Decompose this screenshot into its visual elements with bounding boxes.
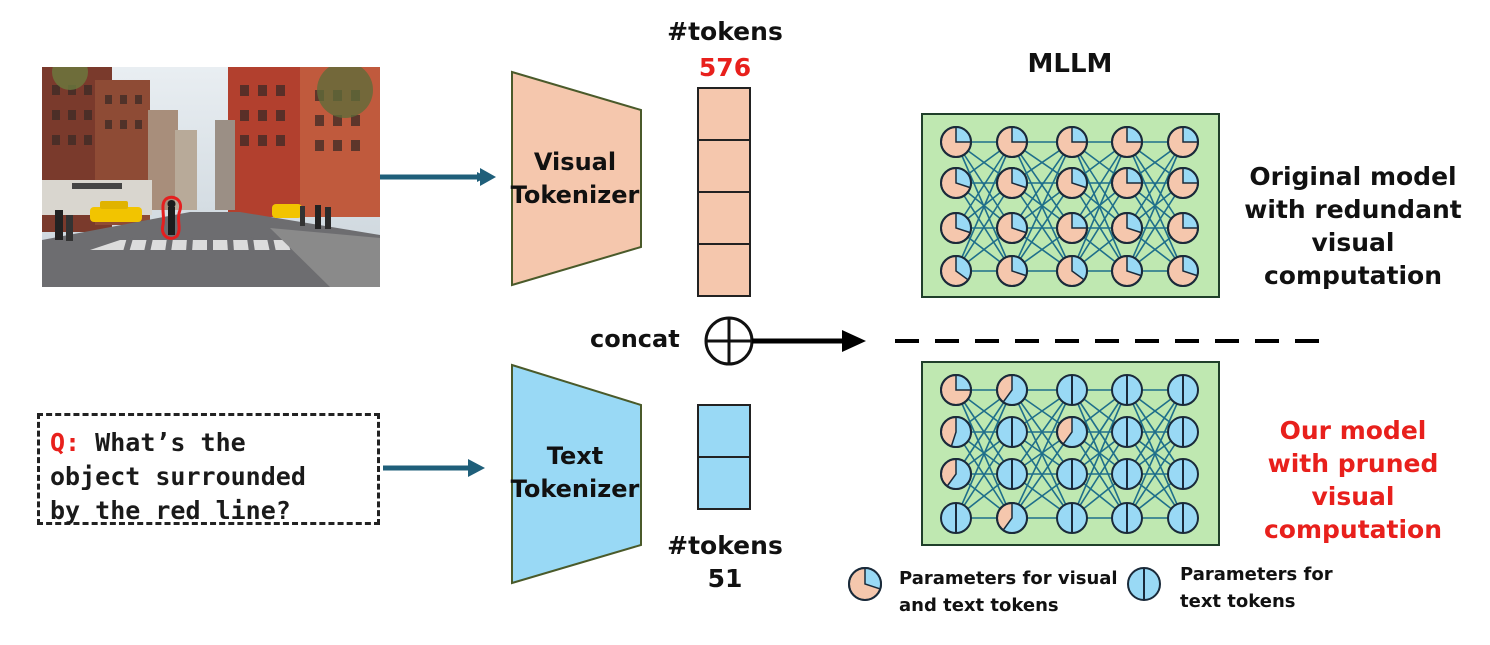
pruned-network bbox=[940, 374, 1199, 534]
our-model-label: Our model with pruned visual computation bbox=[1228, 414, 1478, 546]
text-parameters-icon-shape bbox=[1127, 567, 1161, 601]
original-model-line3: visual computation bbox=[1263, 228, 1443, 290]
mixed-param-node bbox=[940, 167, 972, 199]
text-param-node bbox=[1167, 416, 1199, 448]
text-param-node bbox=[1111, 416, 1143, 448]
legend-text-line2: text tokens bbox=[1180, 591, 1296, 612]
text-param-node bbox=[996, 416, 1028, 448]
mixed-param-node bbox=[1111, 212, 1143, 244]
mixed-param-node bbox=[940, 374, 972, 406]
question-text-line3: by the red line? bbox=[50, 496, 291, 525]
visual-tokenizer-shape bbox=[511, 70, 642, 287]
mixed-param-node bbox=[1167, 167, 1199, 199]
our-model-line2: with pruned visual bbox=[1267, 449, 1439, 511]
mixed-param-node bbox=[940, 255, 972, 287]
mixed-parameters-icon-shape bbox=[848, 567, 882, 601]
text-token-stack bbox=[697, 404, 751, 510]
legend-text-line1: Parameters for bbox=[1180, 564, 1333, 585]
text-param-node bbox=[1167, 374, 1199, 406]
concat-label: concat bbox=[590, 325, 680, 353]
legend-mixed-line2: and text tokens bbox=[899, 595, 1059, 616]
mixed-param-node bbox=[996, 167, 1028, 199]
question-text-line1: What’s the bbox=[80, 428, 246, 457]
mixed-param-node bbox=[940, 458, 972, 490]
mixed-param-node bbox=[940, 212, 972, 244]
text-tokenizer-label: Text Tokenizer bbox=[505, 440, 645, 506]
mixed-param-node bbox=[996, 502, 1028, 534]
mixed-param-node bbox=[940, 416, 972, 448]
mixed-param-node bbox=[1167, 126, 1199, 158]
visual-tokenizer-line2: Tokenizer bbox=[510, 181, 640, 209]
question-prefix: Q: bbox=[50, 428, 81, 457]
concat-symbol bbox=[704, 316, 754, 366]
question-text-line2: object surrounded bbox=[50, 462, 306, 491]
text-param-node bbox=[1056, 374, 1088, 406]
legend-mixed-label: Parameters for visual and text tokens bbox=[899, 565, 1118, 619]
mixed-param-node bbox=[940, 126, 972, 158]
question-box: Q: What’s the object surrounded by the r… bbox=[37, 413, 380, 525]
mixed-param-node bbox=[996, 374, 1028, 406]
text-param-node bbox=[1167, 458, 1199, 490]
mixed-param-node bbox=[1167, 212, 1199, 244]
visual-tokenizer-line1: Visual bbox=[533, 148, 617, 176]
text-param-node bbox=[1111, 458, 1143, 490]
our-model-line3: computation bbox=[1263, 515, 1443, 544]
question-line1: Q: What’s the bbox=[50, 426, 377, 460]
original-model-line1: Original model bbox=[1249, 162, 1457, 191]
original-network bbox=[940, 126, 1199, 287]
text-tokens-label: #tokens bbox=[667, 531, 783, 560]
street-photo bbox=[42, 67, 380, 287]
legend-text-label: Parameters for text tokens bbox=[1180, 561, 1333, 615]
mixed-param-node bbox=[1111, 167, 1143, 199]
mixed-param-node bbox=[1111, 255, 1143, 287]
text-tokens-count: 51 bbox=[707, 564, 743, 593]
text-param-node bbox=[1167, 502, 1199, 534]
mixed-param-node bbox=[1056, 212, 1088, 244]
text-tokenizer-line2: Tokenizer bbox=[510, 475, 640, 503]
mixed-param-node bbox=[1056, 416, 1088, 448]
mixed-param-node bbox=[1167, 255, 1199, 287]
legend-mixed-line1: Parameters for visual bbox=[899, 568, 1118, 589]
mixed-param-node bbox=[1056, 126, 1088, 158]
mixed-parameters-icon bbox=[848, 567, 882, 601]
original-model-line2: with redundant bbox=[1244, 195, 1462, 224]
mixed-param-node bbox=[996, 212, 1028, 244]
text-param-node bbox=[940, 502, 972, 534]
mllm-title: MLLM bbox=[1027, 49, 1113, 79]
mixed-param-node bbox=[1056, 255, 1088, 287]
mixed-param-node bbox=[1111, 126, 1143, 158]
original-model-label: Original model with redundant visual com… bbox=[1228, 160, 1478, 292]
text-tokenizer-shape bbox=[511, 363, 642, 585]
mixed-param-node bbox=[1056, 167, 1088, 199]
visual-tokenizer-label: Visual Tokenizer bbox=[505, 146, 645, 212]
visual-tokens-label: #tokens bbox=[667, 17, 783, 46]
text-param-node bbox=[996, 458, 1028, 490]
visual-tokens-count: 576 bbox=[698, 53, 752, 82]
our-model-line1: Our model bbox=[1279, 416, 1427, 445]
mixed-param-node bbox=[996, 255, 1028, 287]
text-parameters-icon bbox=[1127, 567, 1161, 601]
text-tokenizer-line1: Text bbox=[546, 442, 604, 470]
text-param-node bbox=[1056, 502, 1088, 534]
visual-token-stack bbox=[697, 87, 751, 297]
text-param-node bbox=[1056, 458, 1088, 490]
mixed-param-node bbox=[996, 126, 1028, 158]
text-param-node bbox=[1111, 502, 1143, 534]
text-param-node bbox=[1111, 374, 1143, 406]
